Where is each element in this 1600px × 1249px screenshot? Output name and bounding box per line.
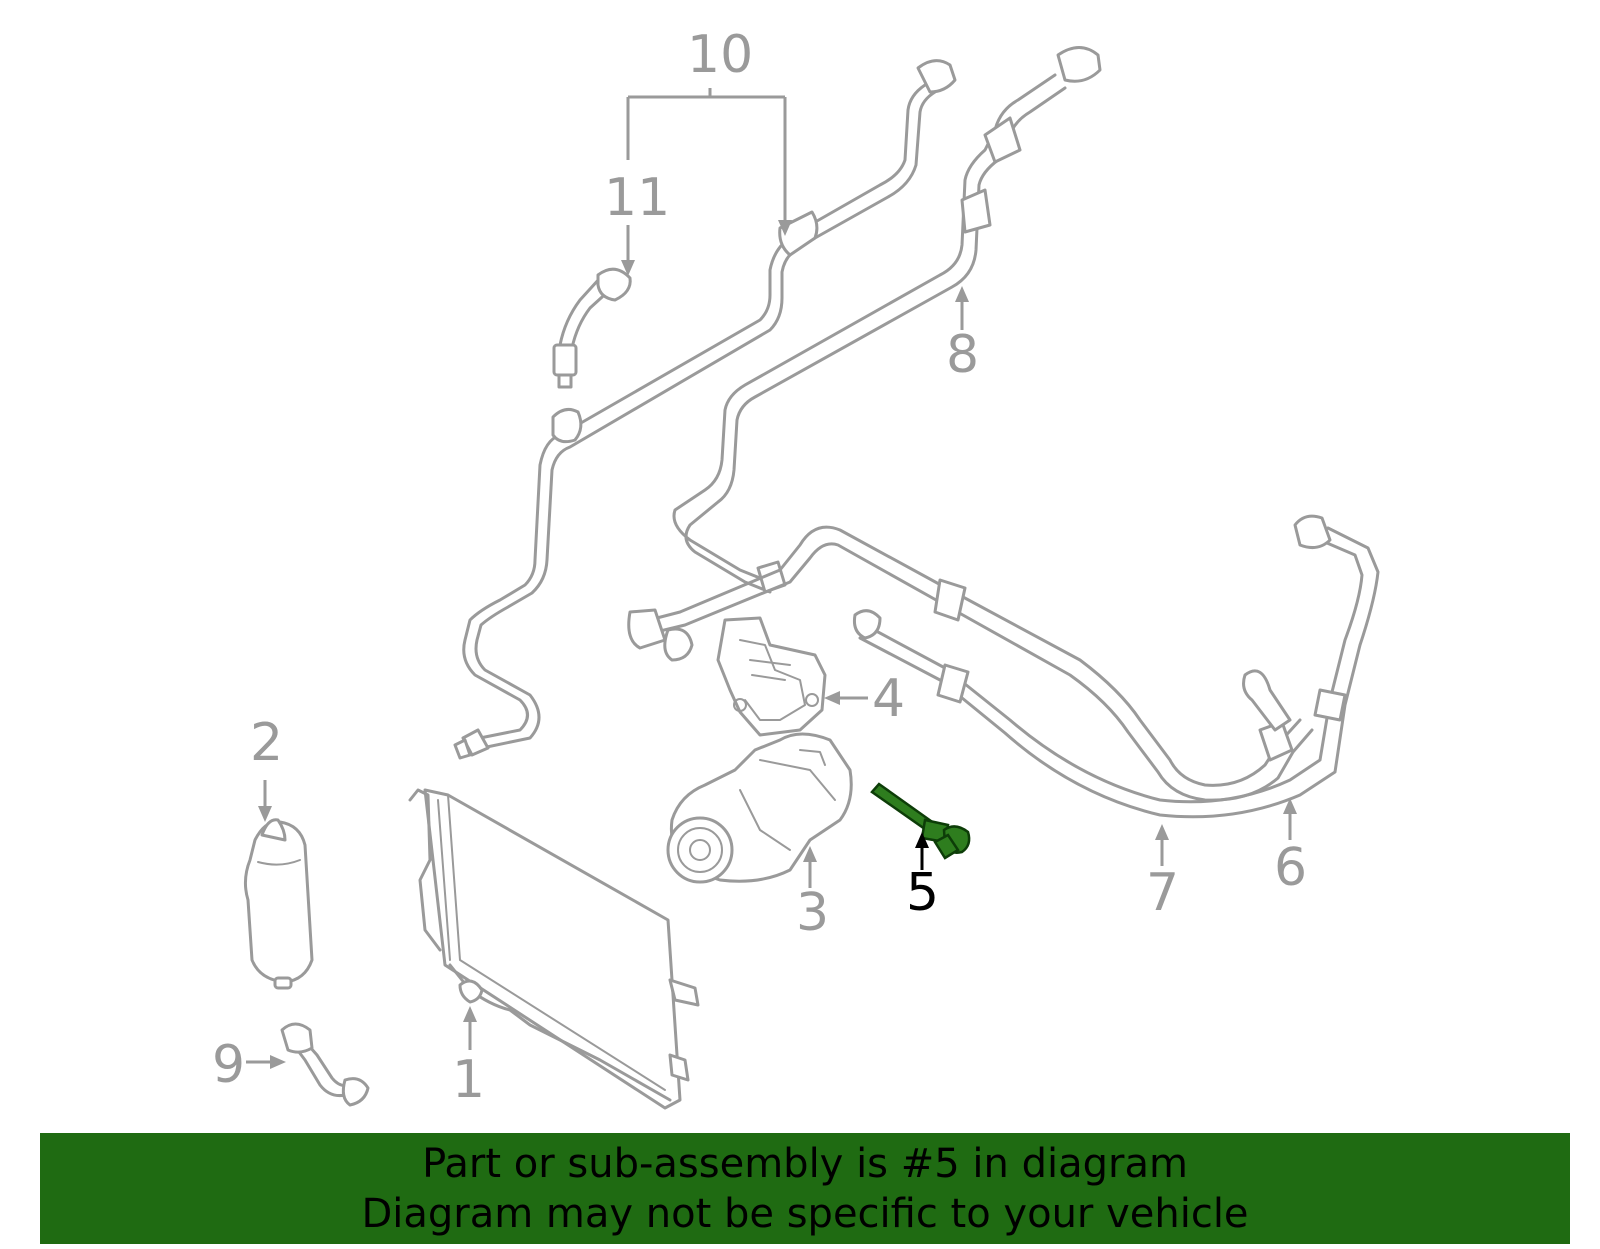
callout-1: 1: [452, 1006, 485, 1110]
callout-9: 9: [212, 1035, 286, 1095]
hose-part-6: [853, 514, 1380, 819]
bolt-part-5[interactable]: [870, 782, 971, 860]
callout-label-10: 10: [687, 25, 753, 85]
callout-2: 2: [250, 713, 283, 822]
callout-label-9: 9: [212, 1035, 245, 1095]
callout-3: 3: [796, 846, 829, 943]
hose-part-11: [552, 267, 632, 389]
callout-label-4: 4: [872, 669, 905, 729]
callout-label-1: 1: [452, 1050, 485, 1110]
callout-8: 8: [946, 286, 979, 385]
callout-label-2: 2: [250, 713, 283, 773]
hose-part-7: [627, 525, 1314, 802]
compressor-part-3: [666, 732, 853, 884]
callout-4: 4: [824, 669, 905, 729]
bracket-part-4: [716, 616, 827, 737]
info-banner: Part or sub-assembly is #5 in diagram Di…: [40, 1133, 1570, 1244]
callout-5[interactable]: 5: [906, 832, 939, 923]
callout-6: 6: [1274, 798, 1307, 898]
drier-part-2: [243, 818, 314, 990]
callout-label-7: 7: [1146, 863, 1179, 923]
banner-line-2: Diagram may not be specific to your vehi…: [361, 1191, 1249, 1237]
callout-label-3: 3: [796, 883, 829, 943]
hose-part-8: [672, 46, 1102, 594]
hose-assembly-10: [453, 59, 957, 760]
callout-7: 7: [1146, 824, 1179, 923]
banner-line-1: Part or sub-assembly is #5 in diagram: [422, 1141, 1188, 1187]
callout-label-11: 11: [604, 168, 670, 228]
condenser-part-1: [408, 788, 700, 1110]
hose-part-9: [280, 1022, 370, 1107]
callout-label-8: 8: [946, 325, 979, 385]
callout-11: 11: [604, 168, 670, 276]
callout-10: 10: [626, 25, 792, 236]
callout-label-5[interactable]: 5: [906, 863, 939, 923]
callout-label-6: 6: [1274, 838, 1307, 898]
